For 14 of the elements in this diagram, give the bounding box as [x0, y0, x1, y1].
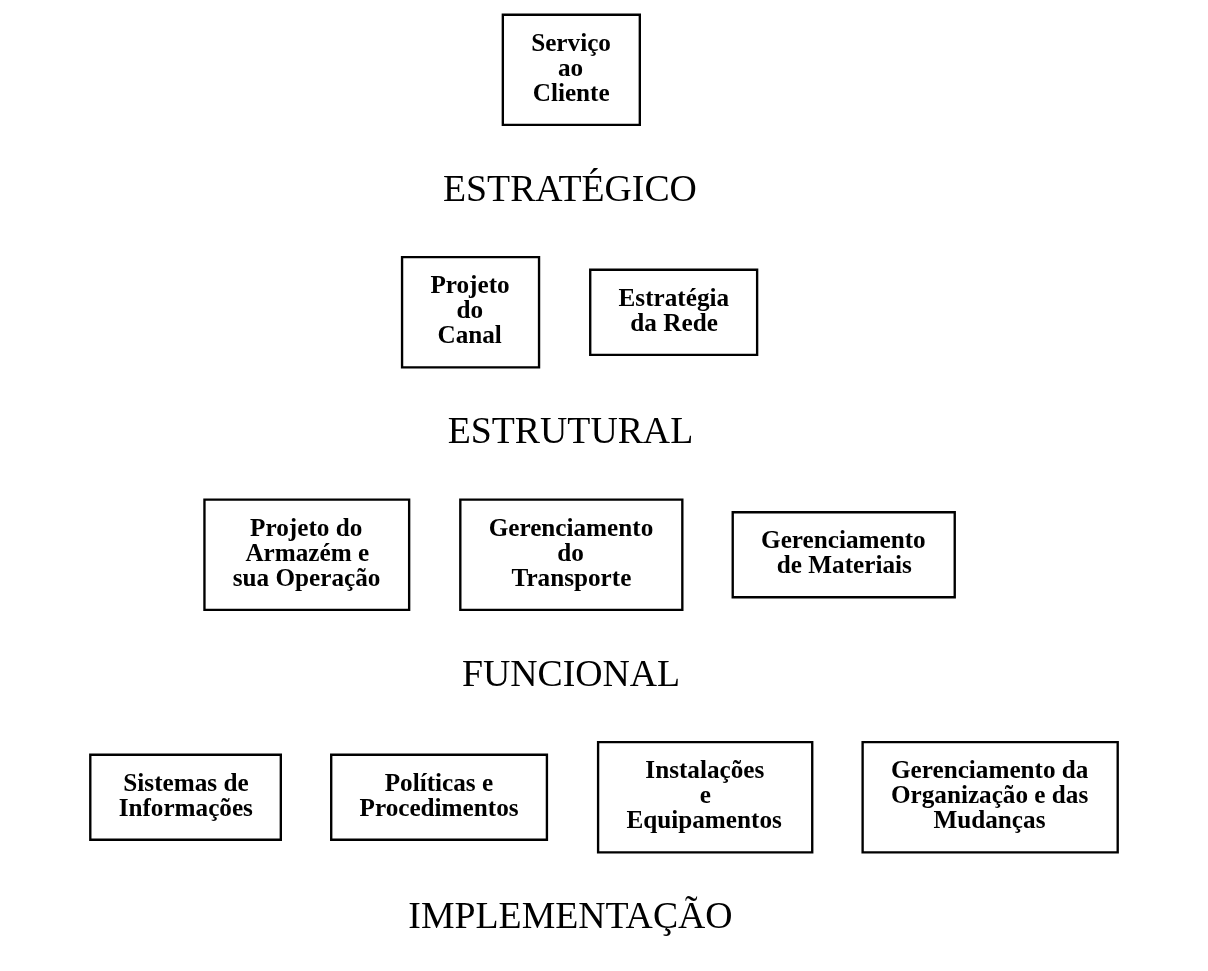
- node-box: Projeto do Canal: [400, 256, 541, 369]
- node-box: Sistemas de Informações: [89, 753, 282, 841]
- label: IMPLEMENTAÇÃO: [408, 894, 733, 937]
- node-box: Projeto do Armazém e sua Operação: [203, 498, 411, 612]
- label: ESTRATÉGICO: [443, 166, 697, 209]
- node-box: Políticas e Procedimentos: [330, 753, 549, 841]
- node-box: Gerenciamento do Transporte: [459, 498, 684, 612]
- node-box: Gerenciamento de Materiais: [731, 511, 956, 599]
- node-box: Serviço ao Cliente: [501, 13, 641, 127]
- label: ESTRUTURAL: [447, 409, 694, 452]
- label: FUNCIONAL: [461, 651, 681, 694]
- node-box: Gerenciamento da Organização e das Mudanças: [861, 740, 1119, 854]
- node-box: Estratégia da Rede: [589, 268, 759, 356]
- node-box: Instalações e Equipamentos: [596, 740, 814, 854]
